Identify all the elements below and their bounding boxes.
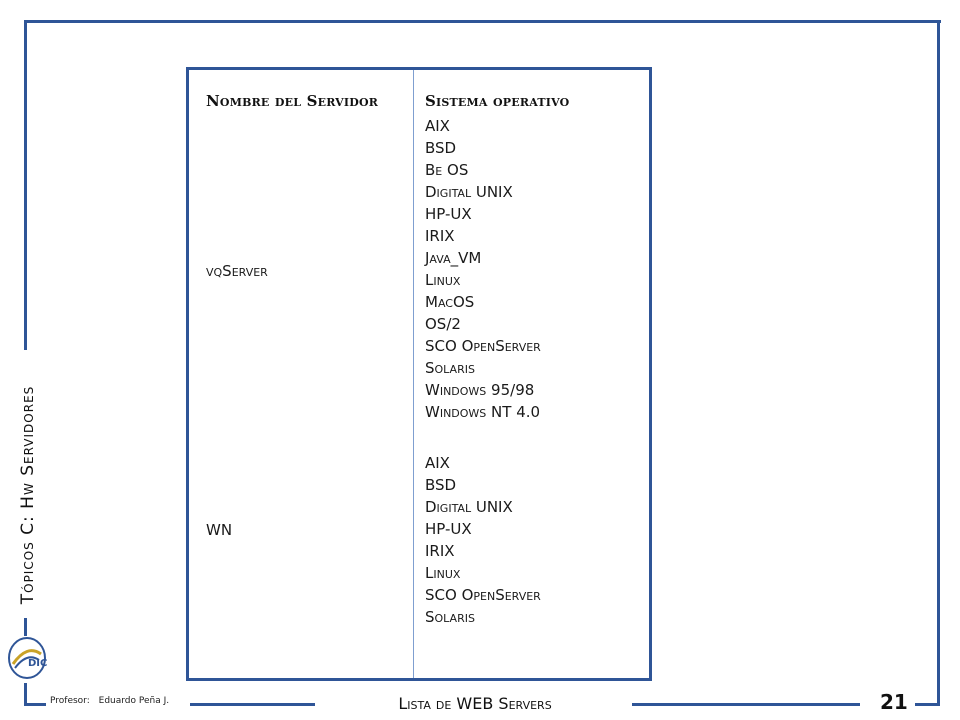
os-item: Digital UNIX [425, 498, 513, 516]
os-item: IRIX [425, 227, 455, 245]
os-item: Solaris [425, 608, 475, 626]
servers-table: Nombre del Servidor Sistema operativo vq… [186, 67, 652, 681]
os-item: Java_VM [425, 249, 482, 267]
os-item: IRIX [425, 542, 455, 560]
os-item: BSD [425, 139, 457, 157]
os-item: SCO OpenServer [425, 586, 541, 604]
logo-text: DIC [28, 658, 47, 669]
header-server-name: Nombre del Servidor [206, 92, 379, 110]
server-name-wn: WN [206, 521, 233, 539]
frame-left-line-lower [24, 618, 27, 636]
profesor-label: Profesor: [50, 696, 90, 706]
dic-logo: DIC [7, 636, 47, 680]
os-item: Windows NT 4.0 [425, 403, 541, 421]
os-item: AIX [425, 117, 450, 135]
os-item: Be OS [425, 161, 469, 179]
frame-bottom-line-end [915, 703, 940, 706]
os-item: SCO OpenServer [425, 337, 541, 355]
frame-top-line [24, 20, 941, 23]
header-operating-system: Sistema operativo [425, 92, 570, 110]
frame-bottom-line-left [24, 703, 46, 706]
os-list-wn: AIX BSD Digital UNIX HP-UX IRIX Linux SC… [425, 452, 541, 628]
os-item: Solaris [425, 359, 475, 377]
os-item: Linux [425, 271, 461, 289]
os-item: BSD [425, 476, 457, 494]
os-item: AIX [425, 454, 450, 472]
os-item: Linux [425, 564, 461, 582]
server-name-vqserver: vqServer [206, 262, 268, 280]
profesor-name: Eduardo Peña J. [98, 696, 170, 706]
frame-bottom-line-mid [190, 703, 315, 706]
frame-right-line [937, 20, 940, 706]
frame-bottom-line-right [632, 703, 860, 706]
sidebar-title: Tópicos C: Hw Servidores [18, 385, 38, 605]
column-divider [413, 70, 414, 678]
os-item: Digital UNIX [425, 183, 513, 201]
os-item: MacOS [425, 293, 475, 311]
slide-title: Lista de WEB Servers [398, 694, 552, 713]
frame-left-line-upper [24, 20, 27, 350]
frame-left-line-bottom [24, 683, 27, 706]
os-item: HP-UX [425, 205, 472, 223]
os-list-vqserver: AIX BSD Be OS Digital UNIX HP-UX IRIX Ja… [425, 115, 541, 423]
os-item: HP-UX [425, 520, 472, 538]
profesor-credit: Profesor: Eduardo Peña J. [50, 696, 169, 706]
page-number: 21 [880, 690, 908, 714]
os-item: Windows 95/98 [425, 381, 535, 399]
os-item: OS/2 [425, 315, 461, 333]
